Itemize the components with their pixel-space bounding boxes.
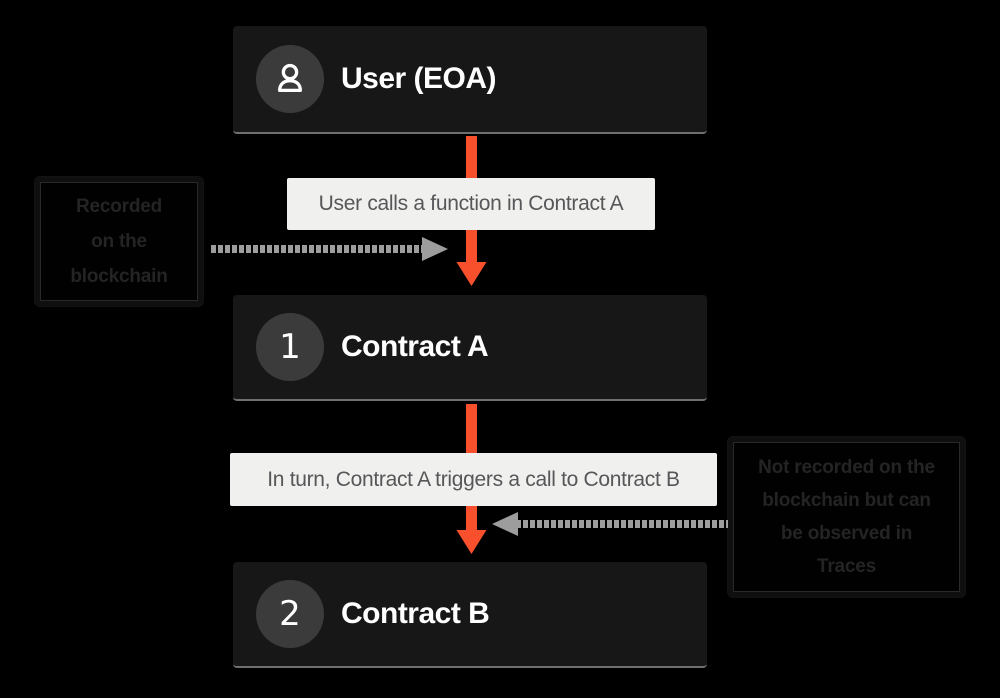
step-number: 2 <box>279 594 301 634</box>
annotation-line: Recorded <box>75 196 163 217</box>
annotation-line: blockchain but can <box>762 490 931 511</box>
node-title-contract-a: Contract A <box>341 330 489 363</box>
annotation-line: be observed in <box>780 523 913 544</box>
flow-node-contract-b: 2 Contract B <box>233 562 707 668</box>
user-icon <box>278 63 302 93</box>
step-1-badge: 1 <box>256 313 324 381</box>
annotation-recorded-on-blockchain: Recorded on the blockchain <box>35 177 203 306</box>
edge-label-contract-a-triggers: In turn, Contract A triggers a call to C… <box>230 453 717 506</box>
annotation-line: Traces <box>816 556 877 577</box>
step-2-badge: 2 <box>256 580 324 648</box>
edge-label-user-calls: User calls a function in Contract A <box>287 178 655 230</box>
annotation-line: on the <box>91 231 147 252</box>
flow-node-user: User (EOA) <box>233 26 707 134</box>
annotation-line: blockchain <box>70 266 168 287</box>
user-badge <box>256 45 324 113</box>
node-title-contract-b: Contract B <box>341 597 490 630</box>
annotation-observed-in-traces: Not recorded on the blockchain but can b… <box>728 437 965 597</box>
arrow-recorded-annotation <box>211 237 448 261</box>
annotation-line: Not recorded on the <box>758 457 935 478</box>
flow-node-contract-a: 1 Contract A <box>233 295 707 401</box>
edge-label-text: In turn, Contract A triggers a call to C… <box>267 467 680 491</box>
node-title-user: User (EOA) <box>341 62 497 95</box>
arrow-traces-annotation <box>492 512 731 536</box>
edge-label-text: User calls a function in Contract A <box>318 192 624 215</box>
step-number: 1 <box>279 327 301 367</box>
